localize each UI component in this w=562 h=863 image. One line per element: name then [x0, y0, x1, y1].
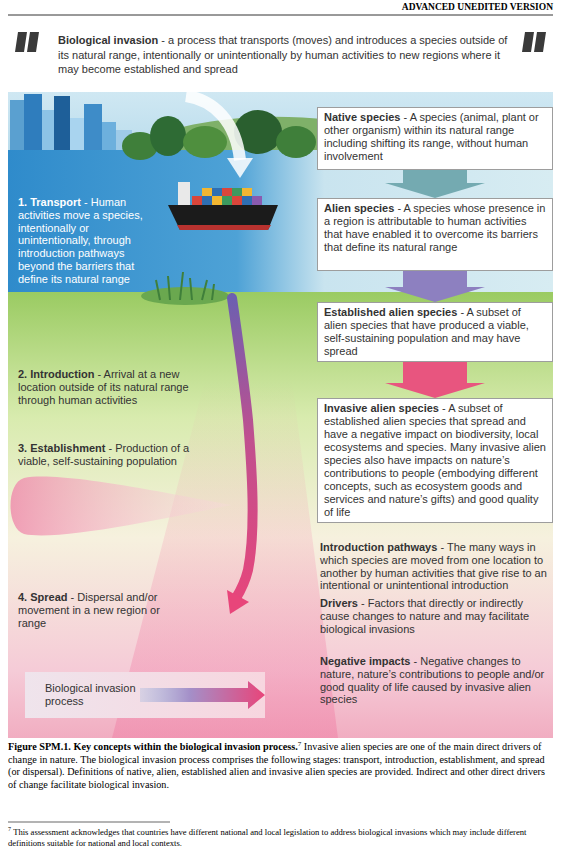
definition-group: Drivers- Factors that directly or indire… [320, 597, 553, 635]
footnote-group: 7This assessment acknowledges that count… [8, 827, 553, 848]
container [212, 196, 222, 205]
footnote-number: 7 [8, 826, 11, 832]
flow-arrow [385, 362, 485, 398]
process-arrow [140, 681, 265, 709]
quote-mark [15, 32, 39, 52]
term-heading: 3. Establishment [18, 442, 105, 454]
definition-banner: Biological invasion- a process that tran… [8, 22, 553, 92]
definition-box: Established alien species- A subset of a… [317, 302, 553, 362]
container [202, 188, 212, 196]
flow-arrow [385, 271, 485, 302]
invasion-arrowhead [227, 590, 249, 614]
flow-arrow [385, 170, 485, 198]
reeds [156, 272, 214, 300]
building [84, 104, 102, 155]
term-heading: 4. Spread [18, 591, 68, 603]
transport-arrowhead [227, 158, 253, 178]
land [8, 292, 553, 738]
container [232, 188, 242, 196]
term-heading: 1. Transport [18, 196, 81, 208]
container [222, 196, 232, 205]
figure-caption: Figure SPM.1. Key concepts within the bi… [8, 741, 298, 752]
box-heading: Established alien species [324, 306, 457, 318]
container [252, 196, 262, 205]
building [70, 118, 84, 155]
box-description: - A subset of established alien species … [324, 402, 546, 518]
ship-hull [168, 205, 278, 230]
container [222, 188, 232, 196]
tree [150, 116, 186, 156]
process-key-box: Biological invasion process [25, 672, 265, 718]
tree [183, 126, 227, 158]
quote-mark [522, 32, 546, 52]
stage-group: 1. Transport- Human activities move a sp… [18, 196, 163, 286]
building [102, 122, 116, 155]
definition-group: Introduction pathways- The many ways in … [320, 541, 553, 592]
tree [234, 110, 282, 154]
stage-group: 4. Spread- Dispersal and/or movement in … [18, 591, 168, 629]
box-heading: Alien species [324, 202, 394, 214]
shore-grass [141, 287, 229, 305]
container [212, 188, 222, 196]
definition-box: Native species- A species (animal, plant… [317, 107, 553, 170]
transport-arrow [186, 96, 240, 160]
header-rule [8, 15, 553, 16]
container [242, 188, 252, 196]
box-label: Biological invasion process [45, 682, 140, 708]
building [24, 94, 42, 155]
water [8, 150, 553, 296]
term-definition: - Human activities move a species, inten… [18, 196, 143, 285]
building [42, 110, 54, 155]
term-heading: Introduction pathways [320, 541, 437, 553]
box-heading: Biological invasion [58, 34, 158, 46]
footnote-rule [8, 822, 170, 823]
building [54, 96, 70, 155]
definition-box: Alien species- A species whose presence … [317, 198, 553, 271]
container [242, 196, 252, 205]
container [192, 196, 202, 205]
box-heading: Native species [324, 111, 400, 123]
note-text: This assessment acknowledges that countr… [8, 827, 526, 848]
term-heading: 2. Introduction [18, 368, 94, 380]
ship-bridge [178, 182, 190, 205]
stage-group: 3. Establishment- Production of a viable… [18, 442, 203, 468]
ship-stripe [177, 225, 271, 230]
header-group: ADVANCED UNEDITED VERSION [250, 2, 553, 13]
container [232, 196, 242, 205]
invasion-arrow [232, 298, 253, 598]
tree [122, 132, 158, 160]
definition-box: Invasive alien species- A subset of esta… [317, 398, 553, 523]
header-note: ADVANCED UNEDITED VERSION [402, 2, 553, 12]
definition-group: Negative impacts- Negative changes to na… [320, 655, 553, 706]
establishment-fan [11, 476, 233, 535]
footnote-number: 7 [298, 740, 302, 748]
term-heading: Negative impacts [320, 655, 410, 667]
container [202, 196, 212, 205]
tree [276, 126, 316, 158]
box-heading: Invasive alien species [324, 402, 439, 414]
stage-group: 2. Introduction- Arrival at a new locati… [18, 368, 190, 406]
caption-group: Figure SPM.1. Key concepts within the bi… [8, 741, 553, 791]
building [10, 100, 24, 155]
term-heading: Drivers [320, 597, 358, 609]
building [116, 130, 132, 155]
